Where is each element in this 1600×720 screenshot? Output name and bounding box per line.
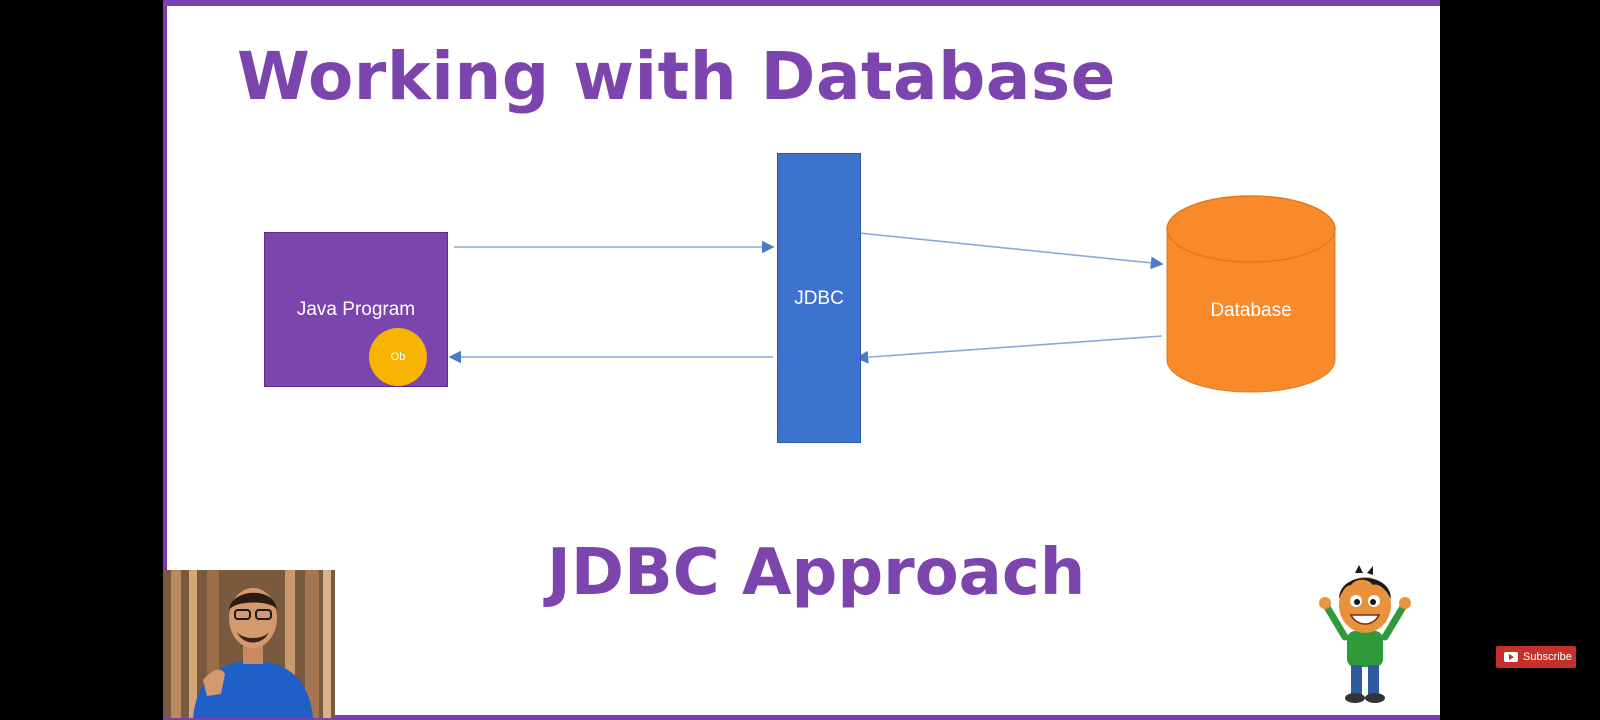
youtube-play-icon	[1504, 652, 1518, 662]
arrow-database-to-jdbc	[855, 335, 1163, 364]
presenter-webcam	[163, 570, 335, 718]
subscribe-label: Subscribe	[1523, 651, 1572, 663]
java-program-label: Java Program	[296, 299, 416, 320]
subscribe-button[interactable]: Subscribe	[1496, 646, 1576, 668]
java-program-box: Java Program Ob	[264, 232, 448, 387]
database-label: Database	[1210, 300, 1292, 321]
arrow-jdbc-to-database	[858, 232, 1164, 270]
presenter-image	[163, 570, 335, 718]
slide: Working with Database Java Program Ob JD…	[163, 0, 1440, 720]
slide-title: Working with Database	[237, 38, 1116, 115]
slide-subtitle: JDBC Approach	[547, 536, 1086, 610]
cartoon-mascot-icon	[1315, 565, 1415, 712]
database-cylinder	[1166, 195, 1336, 393]
object-circle: Ob	[369, 328, 427, 386]
jdbc-label: JDBC	[794, 288, 844, 309]
diagram-arrows	[448, 195, 1336, 393]
jdbc-box: JDBC	[777, 153, 861, 443]
